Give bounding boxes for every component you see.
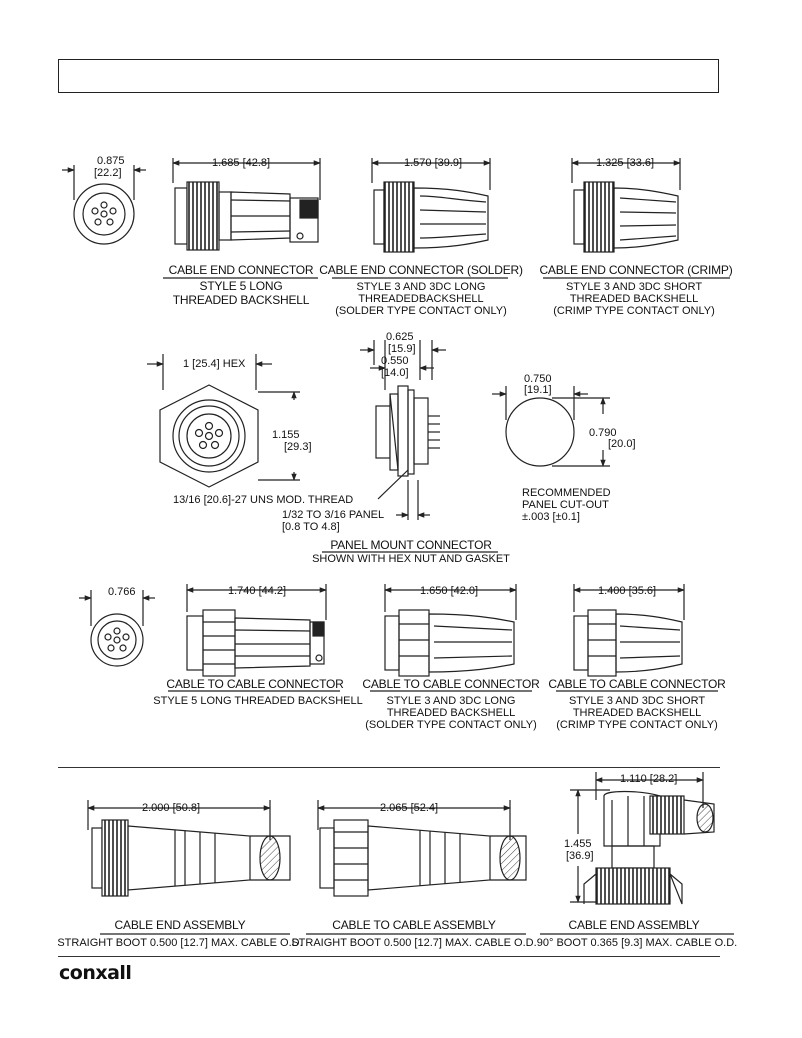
caption-r3c2-title: CABLE TO CABLE CONNECTOR xyxy=(362,677,540,691)
caption-c1-title: CABLE END CONNECTOR xyxy=(168,263,314,277)
drawing-c2c-solder xyxy=(384,584,517,677)
dim-hex: 1 [25.4] HEX xyxy=(183,358,246,370)
dim-height-mm: [29.3] xyxy=(284,441,312,453)
dim-r3c2: 1.650 [42.0] xyxy=(420,585,479,597)
caption-r3c2-line2: THREADED BACKSHELL xyxy=(386,707,516,719)
header-box xyxy=(58,59,719,93)
caption-c2-line2: THREADEDBACKSHELL xyxy=(358,293,484,305)
cutout-label-2: PANEL CUT-OUT xyxy=(522,499,609,511)
dim-0875-in: 0.875 xyxy=(97,155,125,167)
caption-r3c1-line1: STYLE 5 LONG THREADED BACKSHELL xyxy=(153,695,363,707)
dim-d1-mm: [15.9] xyxy=(388,343,416,355)
dim-0875-mm: [22.2] xyxy=(94,167,122,179)
dim-d1-in: 0.625 xyxy=(386,331,414,343)
cutout-h-in: 0.790 xyxy=(589,427,617,439)
caption-a3-title: CABLE END ASSEMBLY xyxy=(568,918,700,932)
caption-c2-line3: (SOLDER TYPE CONTACT ONLY) xyxy=(335,305,507,317)
drawing-assembly-straight-1 xyxy=(87,800,291,897)
caption-a2-line1: STRAIGHT BOOT 0.500 [12.7] MAX. CABLE O.… xyxy=(291,937,537,949)
drawing-cable-end-crimp xyxy=(571,158,681,253)
drawing-panel-cutout xyxy=(492,386,610,467)
caption-c3-line2: THREADED BACKSHELL xyxy=(569,293,699,305)
dim-a3-w: 1.110 [28.2] xyxy=(620,773,678,785)
caption-c1-line1: STYLE 5 LONG xyxy=(199,279,283,293)
dim-a2: 2.065 [52.4] xyxy=(380,802,439,814)
caption-c3-line1: STYLE 3 AND 3DC SHORT xyxy=(565,281,703,293)
dim-r3c1: 1.740 [44.2] xyxy=(228,585,287,597)
drawing-assembly-90deg xyxy=(570,772,715,905)
face-view-0875 xyxy=(62,165,146,245)
caption-c2-line1: STYLE 3 AND 3DC LONG xyxy=(356,281,486,293)
dim-c2: 1.570 [39.9] xyxy=(404,157,463,169)
caption-r3c2-line3: (SOLDER TYPE CONTACT ONLY) xyxy=(365,719,537,731)
panel-range: 1/32 TO 3/16 PANEL xyxy=(282,509,385,521)
conxall-logo: conxall xyxy=(59,962,132,984)
caption-a1-line1: STRAIGHT BOOT 0.500 [12.7] MAX. CABLE O.… xyxy=(57,937,303,949)
caption-c3-title: CABLE END CONNECTOR (CRIMP) xyxy=(539,263,733,277)
dim-d2-in: 0.550 xyxy=(381,355,409,367)
panel-subtitle: SHOWN WITH HEX NUT AND GASKET xyxy=(312,553,510,565)
dim-c3: 1.325 [33.6] xyxy=(596,157,655,169)
drawing-panel-side xyxy=(360,340,446,520)
cutout-w-in: 0.750 xyxy=(524,373,552,385)
caption-r3c3-line1: STYLE 3 AND 3DC SHORT xyxy=(568,695,706,707)
cutout-h-mm: [20.0] xyxy=(608,438,636,450)
drawing-cable-end-solder xyxy=(371,158,491,253)
caption-c3-line3: (CRIMP TYPE CONTACT ONLY) xyxy=(553,305,715,317)
caption-r3c3-line3: (CRIMP TYPE CONTACT ONLY) xyxy=(556,719,718,731)
drawing-panel-hex xyxy=(147,354,300,488)
divider-bottom xyxy=(58,956,720,957)
dim-d2-mm: [14.0] xyxy=(381,367,409,379)
caption-r3c3-line2: THREADED BACKSHELL xyxy=(572,707,702,719)
drawing-c2c-style5 xyxy=(186,584,327,677)
panel-range-mm: [0.8 TO 4.8] xyxy=(282,521,340,533)
caption-r3c2-line1: STYLE 3 AND 3DC LONG xyxy=(386,695,516,707)
drawing-cable-end-style5 xyxy=(172,158,321,251)
panel-title: PANEL MOUNT CONNECTOR xyxy=(330,538,492,552)
caption-r3c1-title: CABLE TO CABLE CONNECTOR xyxy=(166,677,344,691)
drawing-assembly-straight-2 xyxy=(317,800,527,897)
divider-top xyxy=(58,767,720,768)
cutout-w-mm: [19.1] xyxy=(524,384,552,396)
dim-a3-h-mm: [36.9] xyxy=(566,850,594,862)
dim-a3-h-in: 1.455 xyxy=(564,838,592,850)
caption-c2-title: CABLE END CONNECTOR (SOLDER) xyxy=(319,263,523,277)
dim-a1: 2.000 [50.8] xyxy=(142,802,201,814)
drawing-c2c-crimp xyxy=(573,584,685,677)
caption-c1-line2: THREADED BACKSHELL xyxy=(172,293,310,307)
dim-height-in: 1.155 xyxy=(272,429,300,441)
thread-spec: 13/16 [20.6]-27 UNS MOD. THREAD xyxy=(173,494,354,506)
caption-a2-title: CABLE TO CABLE ASSEMBLY xyxy=(332,918,496,932)
caption-r3c3-title: CABLE TO CABLE CONNECTOR xyxy=(548,677,726,691)
caption-a3-line1: 90° BOOT 0.365 [9.3] MAX. CABLE O.D. xyxy=(536,937,738,949)
dim-0766: 0.766 xyxy=(108,586,136,598)
cutout-label-1: RECOMMENDED xyxy=(522,487,611,499)
cutout-label-3: ±.003 [±0.1] xyxy=(522,511,580,523)
caption-a1-title: CABLE END ASSEMBLY xyxy=(114,918,246,932)
face-view-0766 xyxy=(79,590,155,667)
dim-c1: 1.685 [42.8] xyxy=(212,157,271,169)
dim-r3c3: 1.400 [35.6] xyxy=(598,585,657,597)
